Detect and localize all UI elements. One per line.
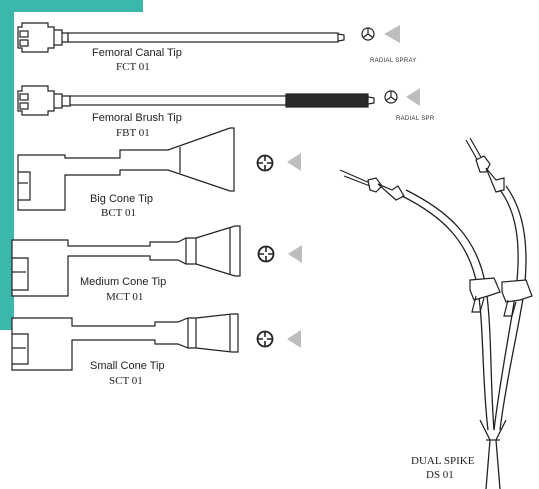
femoral-brush-tip-drawing — [17, 85, 420, 116]
spray-cone-icon — [384, 25, 400, 43]
tip-name-femoral-brush: Femoral Brush Tip — [92, 112, 182, 124]
tip-name-small-cone: Small Cone Tip — [90, 360, 165, 372]
tip-code-small-cone: SCT 01 — [109, 375, 143, 387]
spray-label-femoral-canal: RADIAL SPRAY — [370, 58, 417, 64]
tip-code-femoral-brush: FBT 01 — [116, 127, 150, 139]
crosshair-icon — [257, 245, 275, 263]
tip-code-femoral-canal: FCT 01 — [116, 61, 150, 73]
tip-code-medium-cone: MCT 01 — [106, 291, 144, 303]
crosshair-icon — [256, 154, 274, 172]
spray-cone-icon — [287, 153, 301, 171]
radial-spray-icon — [384, 90, 398, 104]
tip-code-big-cone: BCT 01 — [101, 207, 136, 219]
tip-name-medium-cone: Medium Cone Tip — [80, 276, 167, 288]
crosshair-icon — [256, 330, 274, 348]
teal-accent-top — [0, 0, 143, 12]
tip-name-big-cone: Big Cone Tip — [90, 193, 153, 205]
dual-spike-name: DUAL SPIKE — [411, 455, 475, 467]
radial-spray-icon — [361, 27, 375, 41]
dual-spike-drawing — [339, 137, 533, 489]
dual-spike-code: DS 01 — [426, 469, 454, 481]
teal-accent-bar — [0, 0, 14, 330]
spray-label-femoral-brush: RADIAL SPR — [396, 116, 435, 122]
big-cone-tip-drawing — [17, 127, 301, 211]
spray-cone-icon — [287, 330, 301, 348]
medium-cone-tip-drawing — [11, 225, 302, 297]
spray-cone-icon — [288, 245, 302, 263]
femoral-canal-tip-drawing — [17, 22, 400, 53]
spray-cone-icon — [406, 88, 420, 106]
tip-name-femoral-canal: Femoral Canal Tip — [92, 47, 182, 59]
small-cone-tip-drawing — [11, 313, 301, 371]
